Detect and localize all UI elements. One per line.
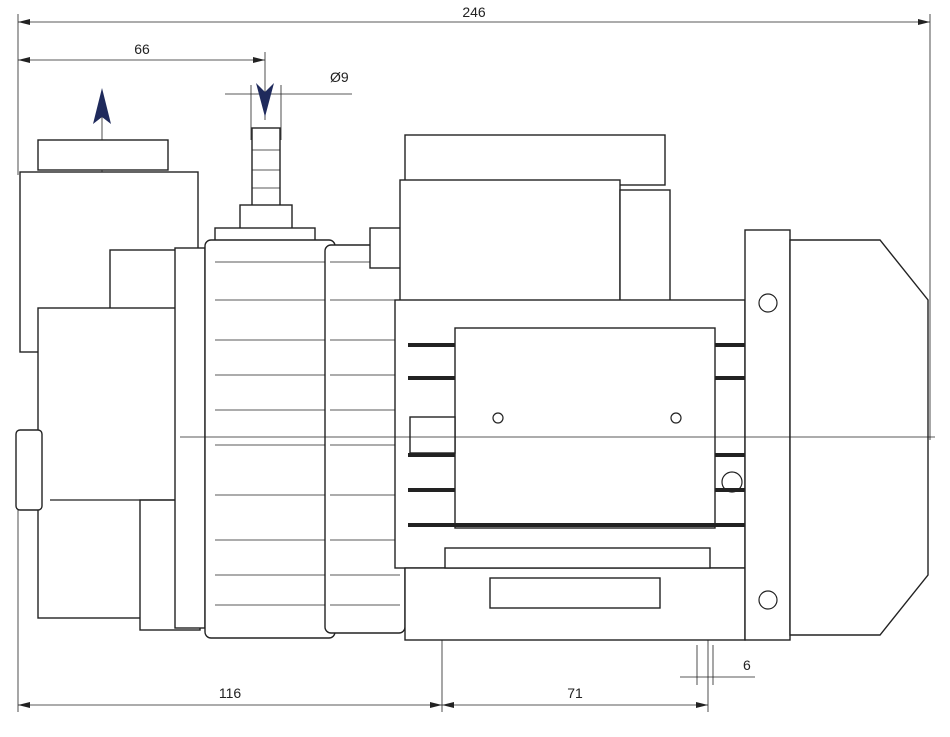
inlet-arrow-icon [256,83,274,117]
screw-icon [670,412,682,424]
dimension-bottom: 116 71 6 [17,500,755,712]
dim-246: 246 [462,4,486,20]
motor [394,134,929,641]
pump-body-fins [174,227,406,639]
dimension-hose-diameter: Ø9 [225,69,352,140]
outlet-arrow-icon [93,88,111,124]
pump-head [15,139,201,631]
dim-116: 116 [219,685,242,701]
dim-o9: Ø9 [330,69,349,85]
dimension-overall: 246 [17,4,931,440]
screw-icon [492,412,504,424]
dim-6: 6 [743,657,751,673]
dim-71: 71 [567,685,583,701]
dim-66: 66 [134,41,150,57]
dimension-inlet: 66 [18,41,266,120]
hose-nozzle [214,127,316,243]
